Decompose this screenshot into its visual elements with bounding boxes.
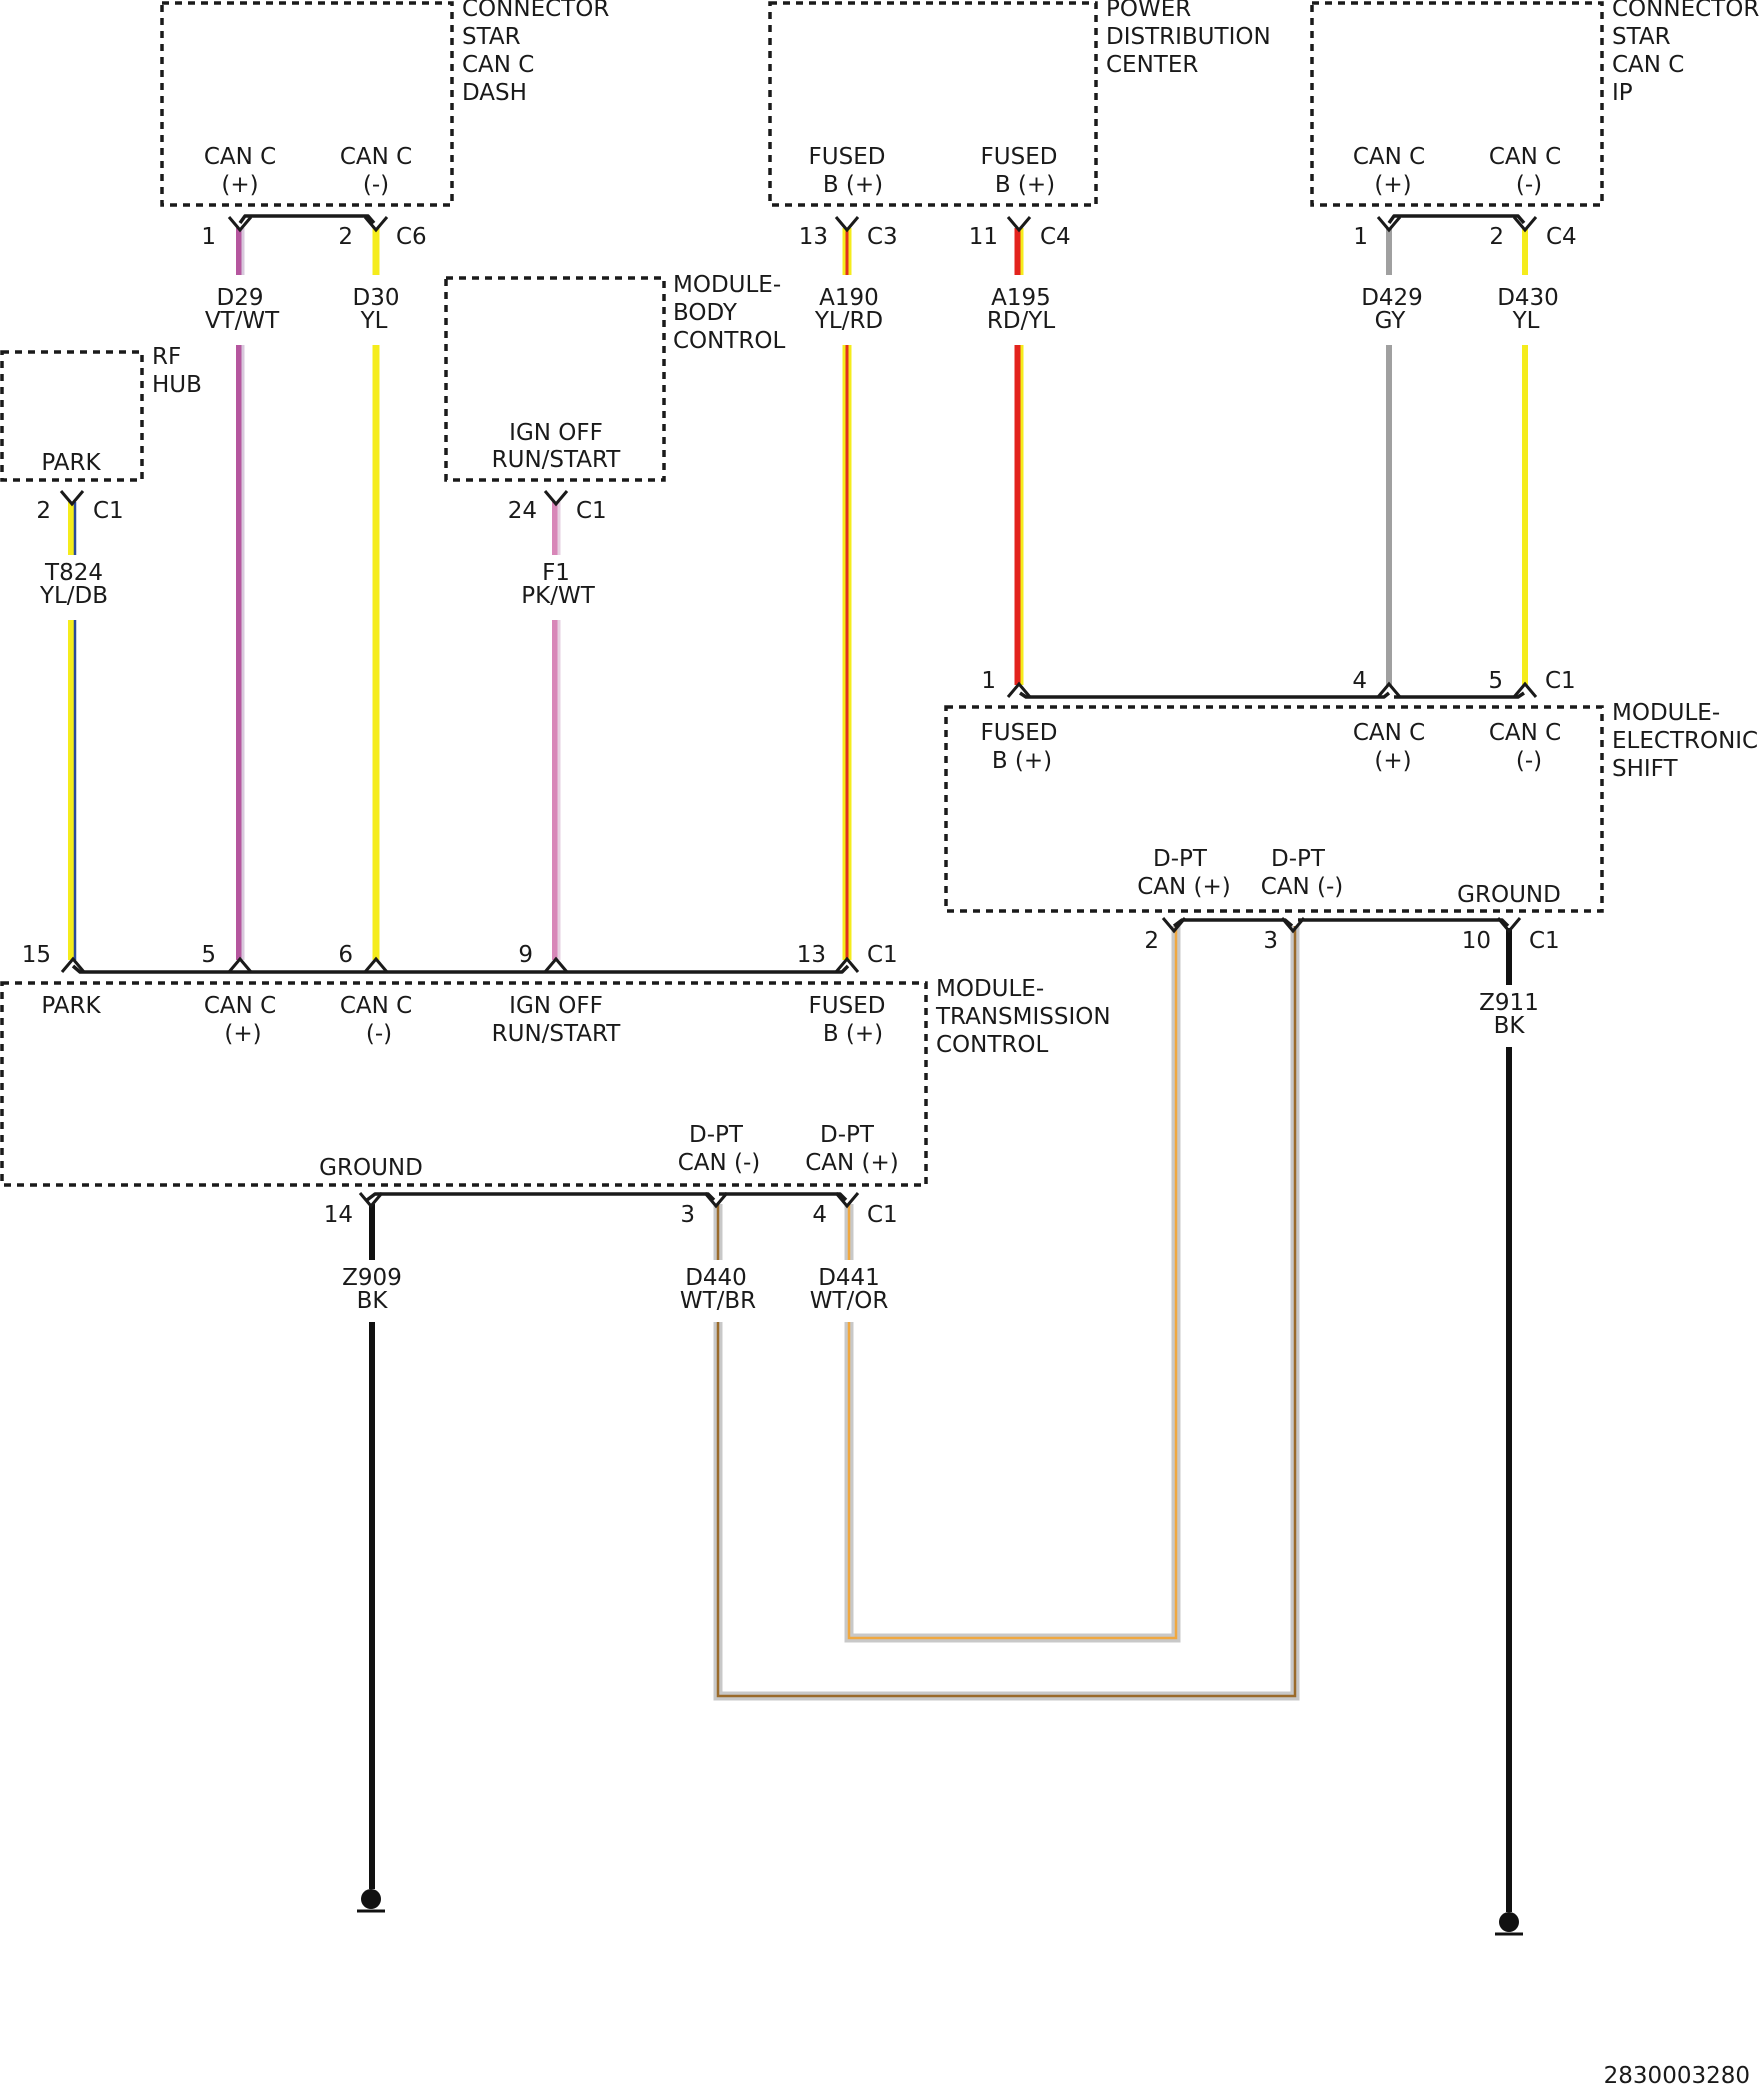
svg-text:4: 4: [812, 1202, 827, 1228]
svg-text:2: 2: [338, 224, 353, 250]
wire-d441-tracer: [847, 926, 1178, 1640]
esm-ground-label: GROUND: [1457, 882, 1561, 908]
transmission-control-module-box: [0, 981, 928, 1187]
tcm-bottom-bus: [365, 1192, 848, 1202]
pin-numbers: 1 2 C6 13 C3 11 C4 1 2 C4 2 C1 24 C1 1 4…: [22, 224, 1577, 1228]
dash-can-c-plus-label: CAN C(+): [204, 144, 276, 198]
tcm-ground-label: GROUND: [319, 1155, 423, 1181]
svg-text:11: 11: [969, 224, 998, 250]
esm-top-bus: [1019, 691, 1525, 699]
electronic-shift-module-box: [944, 705, 1604, 913]
ground-symbol-z909: [357, 1889, 385, 1913]
svg-text:C1: C1: [1545, 668, 1576, 694]
svg-text:C6: C6: [396, 224, 427, 250]
ground-symbol-z911: [1495, 1912, 1523, 1936]
svg-text:1: 1: [201, 224, 216, 250]
svg-text:3: 3: [680, 1202, 695, 1228]
svg-text:10: 10: [1462, 928, 1491, 954]
svg-text:13: 13: [797, 942, 826, 968]
svg-text:2: 2: [1489, 224, 1504, 250]
ip-can-c-minus-label: CAN C(-): [1489, 144, 1561, 198]
esm-bottom-bus: [1172, 918, 1510, 928]
svg-text:C1: C1: [1529, 928, 1560, 954]
svg-text:5: 5: [201, 942, 216, 968]
tcm-can-c-minus-label: CAN C(-): [340, 993, 412, 1047]
svg-text:C1: C1: [576, 498, 607, 524]
esm-can-c-minus-label: CAN C(-): [1489, 720, 1561, 774]
rf-hub-box: [0, 350, 144, 482]
svg-text:1: 1: [1353, 224, 1368, 250]
body-control-module-box: [444, 276, 666, 482]
star-can-c-ip-box: [1310, 1, 1604, 207]
svg-text:15: 15: [22, 942, 51, 968]
svg-text:6: 6: [338, 942, 353, 968]
svg-text:5: 5: [1488, 668, 1503, 694]
tcm-park-label: PARK: [41, 993, 101, 1019]
diagram-id: 2830003280: [1604, 2063, 1750, 2088]
dash-can-c-minus-label: CAN C(-): [340, 144, 412, 198]
rf-park-label: PARK: [41, 450, 101, 476]
tcm-can-c-plus-label: CAN C(+): [204, 993, 276, 1047]
svg-text:C1: C1: [93, 498, 124, 524]
svg-text:4: 4: [1352, 668, 1367, 694]
tcm-top-bus: [71, 964, 850, 974]
svg-text:1: 1: [981, 668, 996, 694]
svg-text:C4: C4: [1040, 224, 1071, 250]
esm-can-c-plus-label: CAN C(+): [1353, 720, 1425, 774]
svg-text:2: 2: [36, 498, 51, 524]
wire-d440-tracer: [716, 926, 1297, 1698]
svg-text:3: 3: [1263, 928, 1278, 954]
svg-text:9: 9: [518, 942, 533, 968]
svg-text:14: 14: [324, 1202, 353, 1228]
svg-text:C4: C4: [1546, 224, 1577, 250]
svg-text:2: 2: [1144, 928, 1159, 954]
svg-text:13: 13: [799, 224, 828, 250]
ip-can-c-plus-label: CAN C(+): [1353, 144, 1425, 198]
ip-can-bus: [1387, 214, 1526, 225]
svg-text:C1: C1: [867, 1202, 898, 1228]
svg-text:C1: C1: [867, 942, 898, 968]
svg-text:C3: C3: [867, 224, 898, 250]
svg-text:24: 24: [508, 498, 537, 524]
power-distribution-center-box: [768, 1, 1098, 207]
connector-chevrons: [59, 216, 1538, 1209]
wire-layer: [68, 228, 1528, 1912]
star-can-c-dash-box: [160, 1, 454, 207]
dash-can-bus: [238, 214, 376, 225]
